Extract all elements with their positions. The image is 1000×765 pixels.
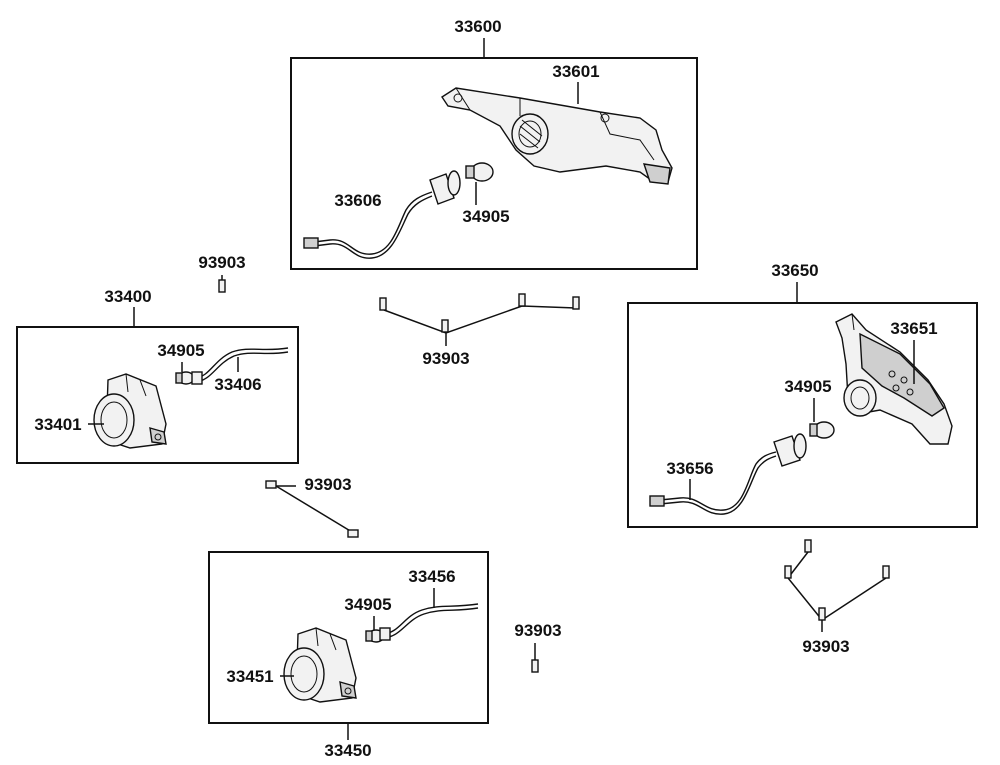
assembly-33400: 33400 33401 34905 33406 bbox=[16, 287, 299, 464]
label-33400: 33400 bbox=[104, 287, 151, 306]
label-34905-a: 34905 bbox=[462, 207, 509, 226]
label-33406: 33406 bbox=[214, 375, 261, 394]
label-33601: 33601 bbox=[552, 62, 599, 81]
label-93903-c: 93903 bbox=[304, 475, 351, 494]
part-33656-socket-wire bbox=[649, 433, 807, 515]
label-34905-b: 34905 bbox=[157, 341, 204, 360]
part-33601-bracket-lamp bbox=[441, 87, 673, 185]
part-34905-bulb-a bbox=[465, 162, 494, 182]
label-33600: 33600 bbox=[454, 17, 501, 36]
assembly-33450: 33450 33451 34905 33456 bbox=[208, 551, 489, 760]
part-33456-socket-wire bbox=[379, 603, 479, 641]
label-33606: 33606 bbox=[334, 191, 381, 210]
assembly-33650: 33650 33651 34905 33656 bbox=[627, 261, 978, 528]
part-33401-lamp-housing bbox=[93, 373, 167, 449]
part-33651-bracket-lamp bbox=[835, 313, 953, 445]
label-33651: 33651 bbox=[890, 319, 937, 338]
label-33456: 33456 bbox=[408, 567, 455, 586]
label-34905-d: 34905 bbox=[344, 595, 391, 614]
part-33606-socket-wire bbox=[303, 170, 461, 259]
screw-group-93903-a bbox=[379, 293, 580, 346]
part-33406-socket-wire bbox=[191, 347, 289, 385]
box-33600 bbox=[290, 57, 698, 270]
label-34905-c: 34905 bbox=[784, 377, 831, 396]
box-33650 bbox=[627, 302, 978, 528]
part-34905-bulb-c bbox=[809, 421, 835, 439]
label-33650: 33650 bbox=[771, 261, 818, 280]
screw-93903-e bbox=[531, 643, 539, 673]
box-33400 bbox=[16, 326, 299, 464]
assembly-33600: 33600 33601 33606 34 bbox=[290, 17, 698, 270]
label-33656: 33656 bbox=[666, 459, 713, 478]
label-93903-b: 93903 bbox=[198, 253, 245, 272]
screw-group-93903-d bbox=[784, 539, 890, 632]
label-93903-d: 93903 bbox=[802, 637, 849, 656]
screw-group-93903-c bbox=[265, 480, 359, 538]
label-93903-a: 93903 bbox=[422, 349, 469, 368]
label-33450: 33450 bbox=[324, 741, 371, 760]
label-33401: 33401 bbox=[34, 415, 81, 434]
part-33451-lamp-housing bbox=[283, 627, 357, 703]
screw-93903-b bbox=[218, 275, 226, 293]
label-33451: 33451 bbox=[226, 667, 273, 686]
label-93903-e: 93903 bbox=[514, 621, 561, 640]
